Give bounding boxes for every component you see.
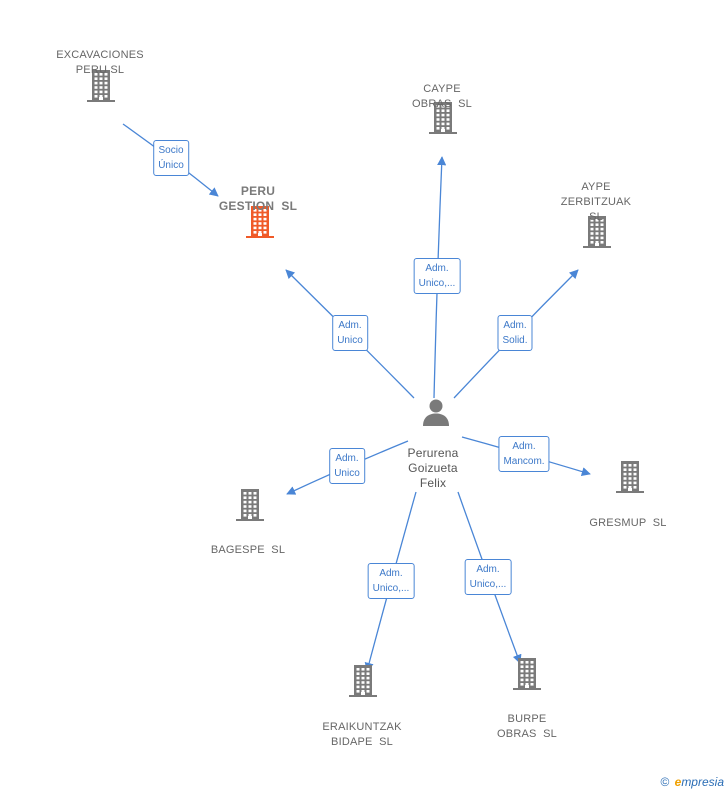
building-icon[interactable]	[512, 657, 542, 696]
company-label-excavaciones[interactable]: EXCAVACIONES PERU SL	[56, 49, 144, 76]
edge-label-caype[interactable]: Adm. Unico,...	[413, 258, 461, 294]
edge-label-bagespe[interactable]: Adm. Unico	[329, 448, 365, 484]
brand-name: mpresia	[681, 775, 724, 789]
copyright-icon: ©	[660, 775, 670, 789]
footer-brand: © empresia	[660, 775, 724, 789]
building-icon[interactable]	[245, 205, 275, 244]
edge-label-gresmup[interactable]: Adm. Mancom.	[498, 436, 550, 472]
company-label-bagespe[interactable]: BAGESPE SL	[210, 544, 286, 556]
brand-initial: e	[674, 775, 682, 789]
building-icon[interactable]	[86, 69, 116, 108]
edge-label-aype[interactable]: Adm. Solid.	[497, 315, 533, 351]
company-label-peru-gestion[interactable]: PERU GESTION SL	[218, 184, 298, 213]
company-label-aype[interactable]: AYPE ZERBITZUAK SL	[560, 181, 632, 223]
building-icon[interactable]	[428, 101, 458, 140]
building-icon[interactable]	[615, 460, 645, 499]
edge-label-peru-gestion[interactable]: Socio Único	[153, 140, 189, 176]
company-label-burpe[interactable]: BURPE OBRAS SL	[497, 713, 557, 740]
company-label-gresmup[interactable]: GRESMUP SL	[589, 517, 667, 529]
company-label-caype[interactable]: CAYPE OBRAS SL	[412, 83, 472, 110]
building-icon[interactable]	[235, 488, 265, 527]
building-icon[interactable]	[348, 664, 378, 703]
person-label[interactable]: Perurena Goizueta Felix	[407, 446, 459, 490]
edge-label-eraikuntzak[interactable]: Adm. Unico,...	[367, 563, 415, 599]
person-icon[interactable]	[421, 398, 451, 431]
building-icon[interactable]	[582, 215, 612, 254]
company-label-eraikuntzak[interactable]: ERAIKUNTZAK BIDAPE SL	[322, 721, 402, 748]
edge-label-burpe[interactable]: Adm. Unico,...	[464, 559, 512, 595]
edge-label-peru-gestion[interactable]: Adm. Unico	[332, 315, 368, 351]
